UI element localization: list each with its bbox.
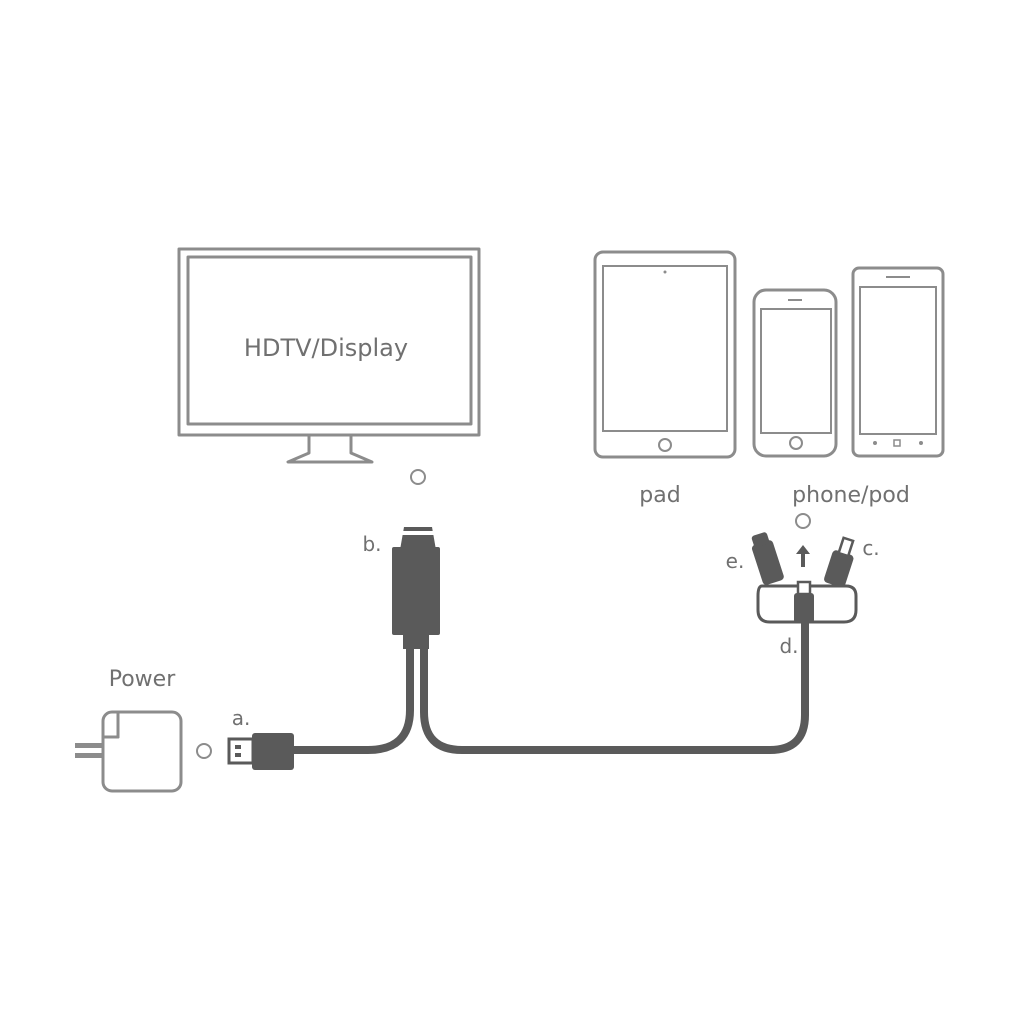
iphone-icon (752, 288, 838, 458)
power-adapter-icon (75, 710, 183, 793)
connector-a-label: a. (232, 706, 251, 730)
display-label: HDTV/Display (244, 334, 408, 362)
display-port-marker-icon (410, 469, 426, 485)
connector-b-label: b. (362, 532, 381, 556)
device-cable (420, 616, 809, 754)
phone-pod-label: phone/pod (792, 483, 910, 508)
phone-port-marker-icon (795, 513, 811, 529)
android-phone-icon (851, 266, 945, 458)
main-cable (286, 641, 414, 754)
usb-port-marker-icon (196, 743, 212, 759)
connector-c-label: c. (862, 536, 879, 560)
hdtv-display-icon (177, 247, 481, 464)
tablet-icon (593, 250, 737, 459)
usb-connector-icon (227, 733, 294, 770)
connector-d-label: d. (779, 634, 798, 658)
hdmi-connector-icon (392, 527, 440, 649)
power-label: Power (109, 667, 176, 692)
connector-e-label: e. (726, 549, 745, 573)
three-in-one-hub-icon (751, 532, 858, 624)
up-arrow-icon (796, 545, 810, 567)
pad-label: pad (639, 483, 680, 508)
